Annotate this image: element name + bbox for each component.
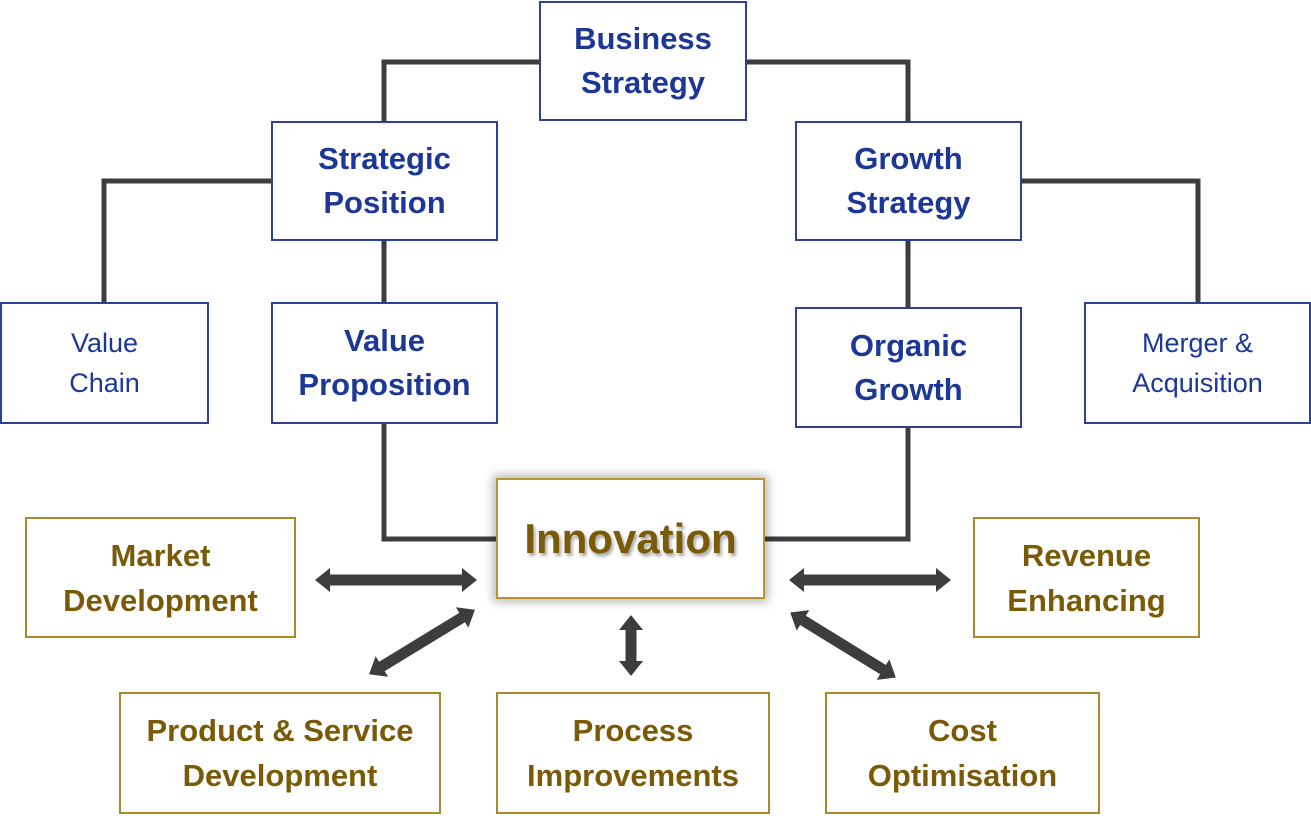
market-development-line-2: Development [63,582,258,618]
product-service-development-line-1: Product & Service [146,713,414,748]
organic-growth-line-2: Growth [854,371,963,407]
arrow-product-service-development [369,607,475,677]
product-service-development-line-2: Development [182,758,378,793]
growth-strategy-box: Growth Strategy [795,121,1022,241]
connector-business-to-strategic [381,59,540,122]
value-proposition-box: Value Proposition [271,302,498,424]
arrow-cost-optimisation [790,610,896,680]
market-development-box: Market Development [25,517,296,638]
merger-acquisition-line-1: Merger & [1141,328,1254,358]
connector-organic-to-innovation [764,427,911,542]
organic-growth-box: Organic Growth [795,307,1022,428]
innovation-label: Innovation [524,514,737,562]
revenue-enhancing-box: Revenue Enhancing [973,517,1200,638]
connector-growth-to-merger [1020,178,1201,303]
product-service-development-box: Product & Service Development [119,692,441,814]
cost-optimisation-line-2: Optimisation [867,758,1058,793]
value-proposition-line-1: Value [344,323,425,358]
connector-business-to-growth [746,59,911,122]
connector-value-proposition-to-innovation [381,423,498,542]
market-development-line-1: Market [110,537,211,573]
organic-growth-line-1: Organic [849,327,968,363]
merger-acquisition-line-2: Acquisition [1132,368,1263,398]
revenue-enhancing-line-1: Revenue [1021,537,1152,573]
arrow-process-improvements [619,615,643,676]
strategic-position-line-2: Position [323,185,446,220]
value-chain-line-2: Chain [69,368,140,398]
arrow-revenue-enhancing [789,568,951,592]
arrow-market-development [315,568,477,592]
business-strategy-line-1: Business [574,21,712,56]
strategic-position-line-1: Strategic [318,141,451,176]
value-chain-box: Value Chain [0,302,209,424]
revenue-enhancing-line-2: Enhancing [1007,582,1166,618]
merger-acquisition-box: Merger & Acquisition [1084,302,1311,424]
business-strategy-line-2: Strategy [580,65,706,100]
cost-optimisation-line-1: Cost [928,713,997,748]
connector-strategic-to-value-chain [101,178,272,303]
value-proposition-line-2: Proposition [298,367,471,402]
cost-optimisation-box: Cost Optimisation [825,692,1100,814]
process-improvements-box: Process Improvements [496,692,770,814]
value-chain-line-1: Value [70,328,139,358]
innovation-box: Innovation [496,478,765,599]
business-strategy-box: Business Strategy [539,1,747,121]
strategic-position-box: Strategic Position [271,121,498,241]
process-improvements-line-1: Process [572,713,694,748]
growth-strategy-line-1: Growth [854,141,963,176]
process-improvements-line-2: Improvements [527,758,739,793]
growth-strategy-line-2: Strategy [846,185,971,220]
